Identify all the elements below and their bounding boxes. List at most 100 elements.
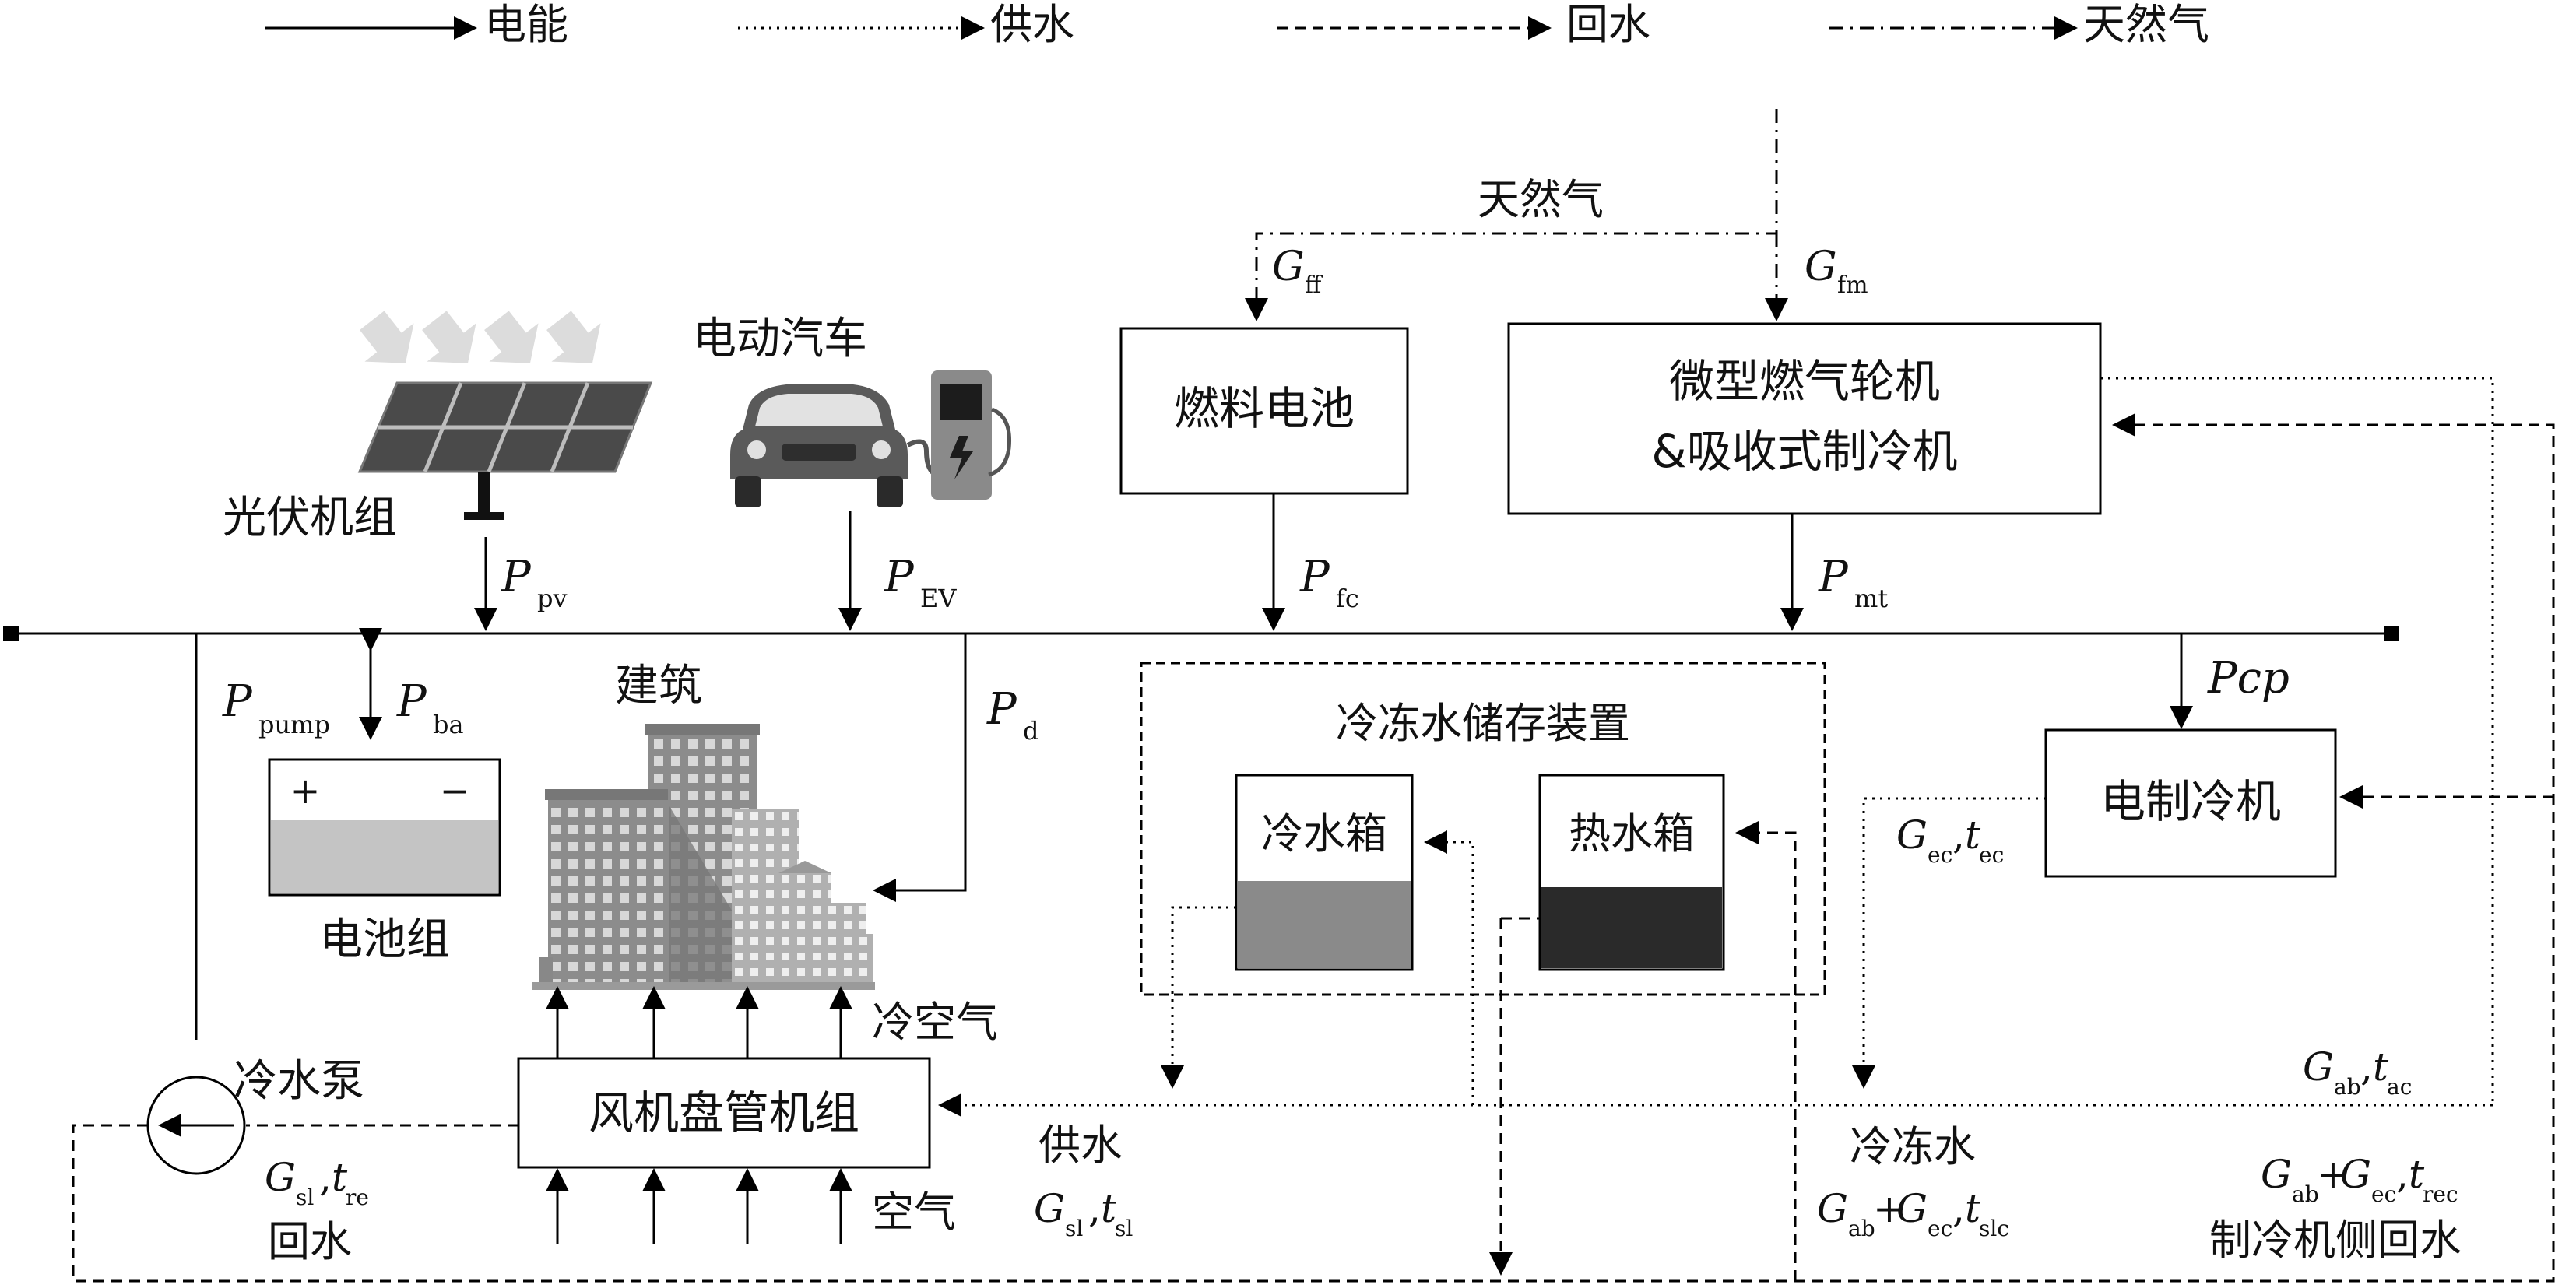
svg-text:G: G: [1817, 1186, 1848, 1231]
svg-text:Pcp: Pcp: [2207, 653, 2290, 704]
ppv-label: P pv: [501, 552, 568, 613]
svg-text:t: t: [1965, 812, 1981, 858]
svg-text:G: G: [265, 1155, 296, 1200]
supply-water-label: 供水: [1038, 1121, 1123, 1170]
chilled-water-label: 冷冻水: [1850, 1122, 1976, 1171]
cold-air-arrows: [546, 986, 852, 1058]
fan-coil-box: 风机盘管机组: [517, 1057, 931, 1169]
svg-text:EV: EV: [920, 584, 957, 613]
cold-tank-label: 冷水箱: [1261, 809, 1387, 858]
svg-text:t: t: [1101, 1186, 1117, 1231]
svg-text:,: ,: [2360, 1044, 2373, 1090]
svg-text:P: P: [986, 684, 1017, 735]
svg-text:ec: ec: [2371, 1181, 2396, 1207]
svg-text:ac: ac: [2387, 1074, 2412, 1100]
battery-plus: +: [290, 770, 321, 812]
hot-tank: 热水箱: [1538, 774, 1725, 971]
microturbine-label-2: &吸收式制冷机: [1651, 425, 1957, 478]
svg-text:+: +: [1873, 1186, 1906, 1231]
svg-text:,: ,: [1088, 1186, 1101, 1231]
microturbine-box: 微型燃气轮机 &吸收式制冷机: [1507, 322, 2102, 515]
cold-air-label: 冷空气: [872, 998, 998, 1047]
pev-label: P EV: [884, 552, 957, 613]
building-label: 建筑: [615, 661, 702, 711]
svg-text:G: G: [2261, 1152, 2292, 1197]
svg-text:ec: ec: [1979, 842, 2004, 868]
chiller-return-label: 制冷机侧回水: [2209, 1216, 2462, 1265]
electric-bus: [3, 626, 2399, 641]
svg-text:t: t: [1965, 1186, 1981, 1231]
svg-text:G: G: [1896, 1186, 1928, 1231]
svg-text:sl: sl: [1065, 1216, 1083, 1241]
svg-text:t: t: [2409, 1152, 2425, 1197]
svg-text:pump: pump: [258, 710, 330, 739]
gab-gec-tslc-label: G ab + G ec , t slc: [1817, 1186, 2009, 1241]
svg-text:G: G: [2303, 1044, 2334, 1090]
svg-text:ff: ff: [1305, 272, 1323, 299]
svg-text:ba: ba: [433, 710, 464, 739]
pd-label: P d: [986, 684, 1038, 746]
svg-text:ab: ab: [1848, 1216, 1875, 1241]
svg-text:,: ,: [2396, 1152, 2409, 1197]
fan-coil-label: 风机盘管机组: [589, 1086, 859, 1139]
legend-supply-label: 供水: [990, 0, 1074, 49]
gab-gec-trec-label: G ab + G ec , t rec: [2261, 1152, 2458, 1207]
gec-tec-label: G ec , t ec: [1896, 812, 2004, 868]
pump-label: 冷水泵: [234, 1056, 364, 1107]
svg-text:P: P: [1818, 552, 1849, 602]
fuel-cell-label: 燃料电池: [1174, 382, 1355, 435]
legend: 电能 供水 回水 天然气: [265, 0, 2209, 49]
gas-network: 天然气 G ff G fm: [1245, 109, 1868, 321]
legend-gas-label: 天然气: [2083, 0, 2209, 49]
hot-tank-label: 热水箱: [1569, 809, 1695, 858]
svg-text:mt: mt: [1854, 584, 1888, 613]
water-network: [72, 377, 2555, 1283]
svg-text:G: G: [1272, 244, 1305, 290]
svg-text:d: d: [1023, 716, 1038, 746]
pv-panel-icon: [357, 311, 653, 520]
svg-text:rec: rec: [2423, 1181, 2458, 1207]
chiller-label: 电制冷机: [2100, 775, 2281, 828]
return-water-label: 回水: [268, 1217, 352, 1266]
ev-car-icon: [730, 384, 908, 507]
building-icon: [532, 724, 875, 990]
svg-text:pv: pv: [537, 584, 568, 613]
svg-text:P: P: [222, 676, 253, 727]
pcp-label: Pcp: [2207, 653, 2290, 704]
ppump-label: P pump: [222, 676, 330, 739]
electric-connections: [195, 493, 2193, 1040]
gab-tac-label: G ab , t ac: [2303, 1044, 2412, 1100]
gsl-tsl-label: G sl , t sl: [1034, 1186, 1133, 1241]
pv-label: 光伏机组: [223, 493, 397, 543]
svg-text:re: re: [346, 1184, 369, 1210]
gff-label: G ff: [1272, 244, 1323, 299]
battery-label: 电池组: [319, 914, 450, 965]
air-arrows: [546, 1168, 852, 1244]
ev-label: 电动汽车: [693, 314, 867, 364]
svg-text:fm: fm: [1837, 272, 1868, 299]
pmt-label: P mt: [1818, 552, 1888, 613]
battery-minus: −: [440, 770, 470, 812]
pfc-label: P fc: [1299, 552, 1359, 613]
svg-text:ec: ec: [1928, 842, 1952, 868]
svg-text:,: ,: [1952, 1186, 1965, 1231]
svg-text:G: G: [1805, 244, 1837, 290]
svg-text:ab: ab: [2334, 1074, 2361, 1100]
svg-text:G: G: [1034, 1186, 1065, 1231]
chiller-box: 电制冷机: [2044, 728, 2337, 878]
cold-tank: 冷水箱: [1235, 774, 1414, 971]
gsl-tre-label: G sl , t re: [265, 1155, 369, 1210]
fuel-cell-box: 燃料电池: [1119, 327, 1409, 495]
storage-unit: 冷冻水储存装置 冷水箱 热水箱: [1140, 662, 1826, 996]
pba-label: P ba: [396, 676, 464, 739]
svg-text:G: G: [1896, 812, 1928, 858]
svg-text:sl: sl: [1115, 1216, 1133, 1241]
legend-electric-label: 电能: [484, 0, 568, 49]
gas-label: 天然气: [1478, 175, 1604, 224]
svg-text:P: P: [501, 552, 532, 602]
svg-text:,: ,: [319, 1155, 332, 1200]
svg-text:sl: sl: [296, 1184, 314, 1210]
svg-text:P: P: [1299, 552, 1330, 602]
storage-label: 冷冻水储存装置: [1336, 699, 1630, 748]
